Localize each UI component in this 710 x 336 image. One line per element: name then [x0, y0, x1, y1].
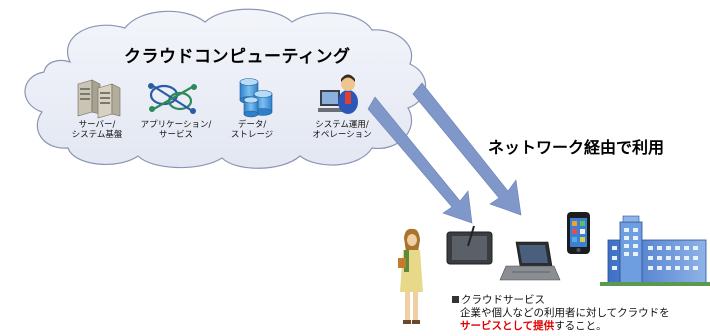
item-label-server: サーバー/システム基盤	[71, 120, 123, 140]
cloud-shape	[24, 8, 427, 169]
description-highlight: サービスとして提供	[460, 320, 555, 332]
item-label-data: データ/ストレージ	[230, 120, 274, 140]
item-label-application: アプリケーション/サービス	[140, 120, 212, 140]
bullet-square-icon	[452, 296, 459, 303]
application-network-icon	[148, 83, 197, 114]
cloud-service-description: クラウドサービス 企業や個人などの利用者に対してクラウドを サービスとして提供す…	[452, 294, 670, 333]
server-icon	[77, 79, 121, 119]
cloud-title: クラウドコンピューティング	[124, 47, 351, 67]
network-label: ネットワーク経由で利用	[488, 138, 665, 157]
woman-user-icon	[398, 228, 423, 324]
arrow-left	[367, 96, 473, 224]
tablet-device-icon	[446, 225, 493, 265]
database-storage-icon	[239, 78, 273, 118]
operator-icon	[318, 74, 358, 114]
laptop-icon	[499, 241, 561, 281]
office-building-icon	[600, 215, 710, 286]
smartphone-icon	[567, 212, 590, 254]
item-label-operation: システム運用/オペレーション	[312, 120, 372, 140]
arrow-right	[412, 82, 522, 216]
description-heading: クラウドサービス	[461, 294, 545, 306]
description-suffix: すること。	[554, 320, 607, 332]
description-line1: 企業や個人などの利用者に対してクラウドを	[460, 307, 670, 319]
